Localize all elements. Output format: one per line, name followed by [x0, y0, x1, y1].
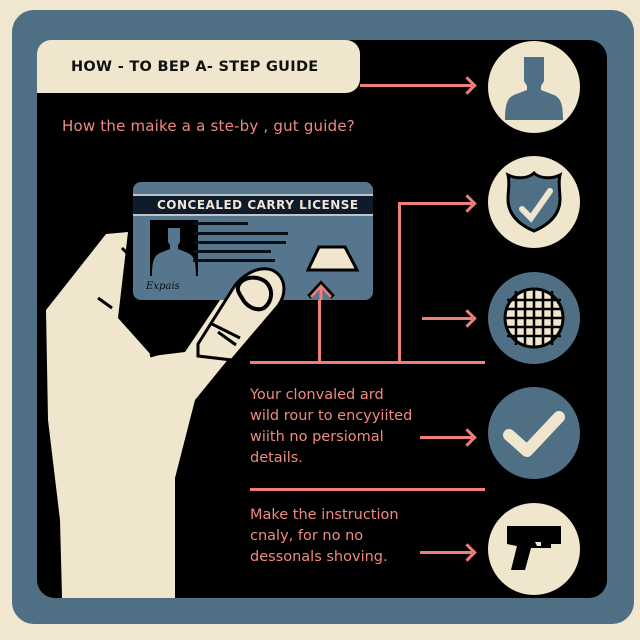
card-text-line — [193, 222, 248, 225]
subtitle: How the maike a a ste-by , gut guide? — [62, 117, 355, 135]
person-photo-icon — [150, 220, 198, 276]
arrow-up-icon — [307, 280, 335, 300]
pistol-icon — [488, 503, 580, 595]
step-text-2: Make the instruction cnaly, for no no de… — [250, 507, 399, 565]
card-text-line — [193, 259, 275, 262]
connector-globe — [422, 317, 472, 320]
trapezoid-chip-icon — [305, 245, 360, 272]
connector-vertical — [398, 202, 401, 364]
divider-middle — [250, 488, 485, 491]
card-title: CONCEALED CARRY LICENSE — [157, 198, 359, 212]
signature: Expai̇s — [146, 281, 180, 292]
globe-grid-icon — [488, 272, 580, 364]
card-text-line — [193, 241, 286, 244]
connector-card — [318, 290, 321, 364]
connector-check — [420, 436, 472, 439]
card-text-line — [193, 250, 271, 253]
connector-pistol — [420, 551, 472, 554]
checkmark-icon — [488, 387, 580, 479]
shield-check-icon — [488, 156, 580, 248]
connector-title — [360, 84, 472, 87]
connector-shield — [398, 202, 472, 205]
card-header-band: CONCEALED CARRY LICENSE — [133, 194, 373, 216]
title-banner: HOW - TO BEP A- STEP GUIDE — [37, 40, 360, 93]
person-icon — [488, 41, 580, 133]
page-title: HOW - TO BEP A- STEP GUIDE — [71, 58, 319, 75]
divider-top — [250, 361, 485, 364]
license-card: CONCEALED CARRY LICENSE Expai̇s — [133, 182, 373, 300]
step-text-1: Your clonvaled ard wild rour to encyyiit… — [250, 387, 413, 466]
card-text-line — [193, 232, 288, 235]
